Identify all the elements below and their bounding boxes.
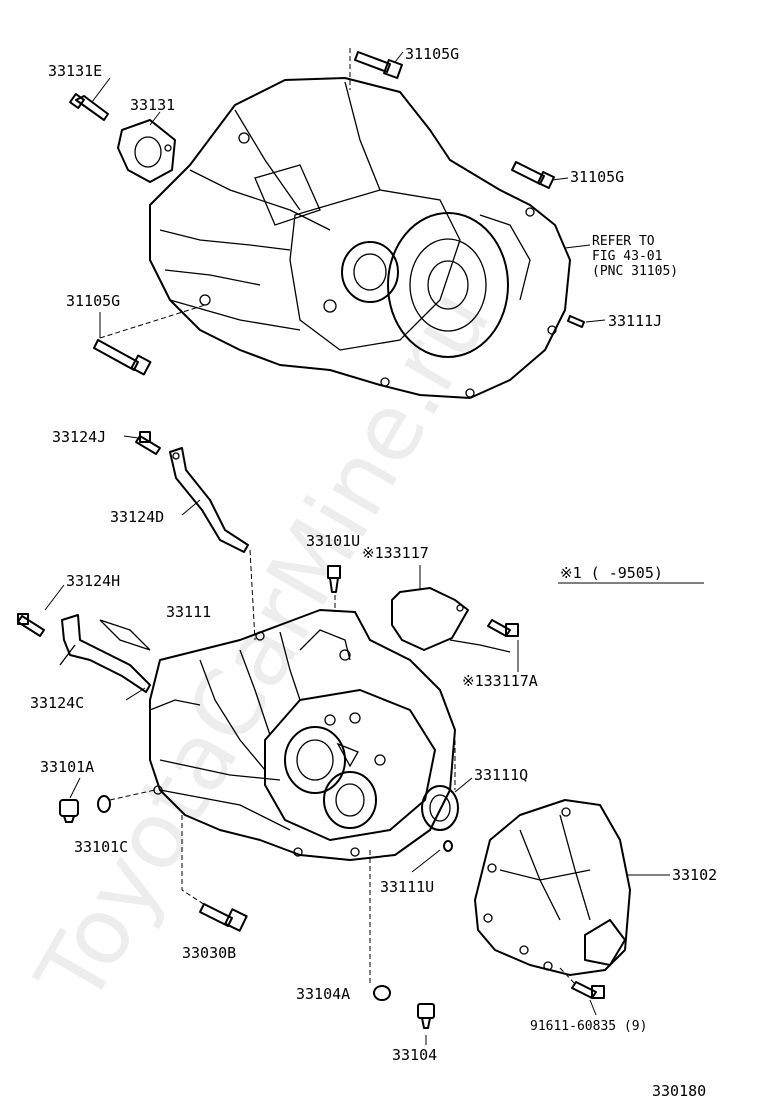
dash-31105g-left: [99, 304, 206, 339]
dash-33124d: [249, 549, 256, 641]
label-33124h: 33124H: [66, 572, 120, 590]
plug-33101u: [327, 565, 341, 593]
label-33111q: 33111Q: [474, 766, 528, 784]
leader-33124j: [123, 435, 139, 439]
label-33131e: 33131E: [48, 62, 102, 80]
transaxle-case-top: [149, 77, 571, 399]
transmission-case-33111: [149, 609, 456, 861]
label-note-range: ※1 ( -9505): [560, 564, 663, 582]
pin-33111u: [443, 840, 453, 852]
leader-33131e: [91, 77, 111, 103]
label-33104: 33104: [392, 1046, 437, 1064]
leader-33124c: [125, 687, 146, 701]
bolt-33124h: [17, 613, 45, 637]
label-31105g-right: 31105G: [570, 168, 624, 186]
label-33101c: 33101C: [74, 838, 128, 856]
bolt-33124j: [135, 431, 161, 455]
label-33101a: 33101A: [40, 758, 94, 776]
plug-33104: [417, 1003, 435, 1029]
label-refer-line1: REFER TO: [592, 234, 655, 249]
label-33131: 33131: [130, 96, 175, 114]
dash-33030b: [181, 815, 206, 906]
label-33104a: 33104A: [296, 985, 350, 1003]
bracket-33124c: [59, 614, 151, 693]
label-31105g-left: 31105G: [66, 292, 120, 310]
label-refer-line3: (PNC 31105): [592, 264, 678, 279]
label-33102: 33102: [672, 866, 717, 884]
bolt-31105g-left: [93, 339, 152, 376]
label-133117a: ※133117A: [462, 672, 538, 690]
pin-33111j: [567, 315, 585, 328]
label-33101u: 33101U: [306, 532, 360, 550]
leader-33111q: [454, 777, 473, 793]
dash-91611: [559, 967, 577, 986]
bolt-33131e: [69, 93, 109, 121]
gasket-33101c: [97, 795, 111, 813]
label-refer-line2: FIG 43-01: [592, 249, 662, 264]
bolt-33117a: [487, 619, 519, 637]
bolt-31105g-right: [511, 161, 555, 189]
label-33111j: 33111J: [608, 312, 662, 330]
leader-91611: [589, 999, 597, 1016]
leader-33131: [149, 111, 161, 126]
leader-33124h: [44, 584, 65, 611]
leader-33101a: [69, 777, 81, 799]
figure-number: 330180: [652, 1082, 706, 1100]
leader-refer: [564, 244, 591, 249]
label-33124c: 33124C: [30, 694, 84, 712]
seal-33111q: [421, 785, 459, 831]
plug-33101a: [59, 799, 79, 823]
label-31105g-top: 31105G: [405, 45, 459, 63]
label-33111: 33111: [166, 603, 211, 621]
case-cover-33102: [474, 799, 631, 976]
bolt-31105g-top: [354, 51, 403, 79]
leader-33111j: [585, 319, 606, 323]
label-133117: ※133117: [362, 544, 429, 562]
leader-33124d: [181, 499, 201, 516]
leader-31105g-right: [551, 177, 569, 181]
leader-33111u: [411, 849, 441, 873]
label-33124d: 33124D: [110, 508, 164, 526]
cover-33117: [391, 587, 511, 653]
watermark: ToyotaCarMine.ru: [16, 271, 511, 1021]
leader-31105g-top: [394, 51, 404, 63]
bolt-33030b: [199, 903, 248, 932]
cover-33131: [117, 119, 176, 183]
label-33124j: 33124J: [52, 428, 106, 446]
label-33030b: 33030B: [182, 944, 236, 962]
bolt-91611-60835: [571, 981, 605, 999]
label-33111u: 33111U: [380, 878, 434, 896]
bracket-33124d: [169, 447, 249, 553]
gasket-33104a: [373, 985, 391, 1001]
label-91611-60835: 91611-60835 (9): [530, 1019, 647, 1034]
